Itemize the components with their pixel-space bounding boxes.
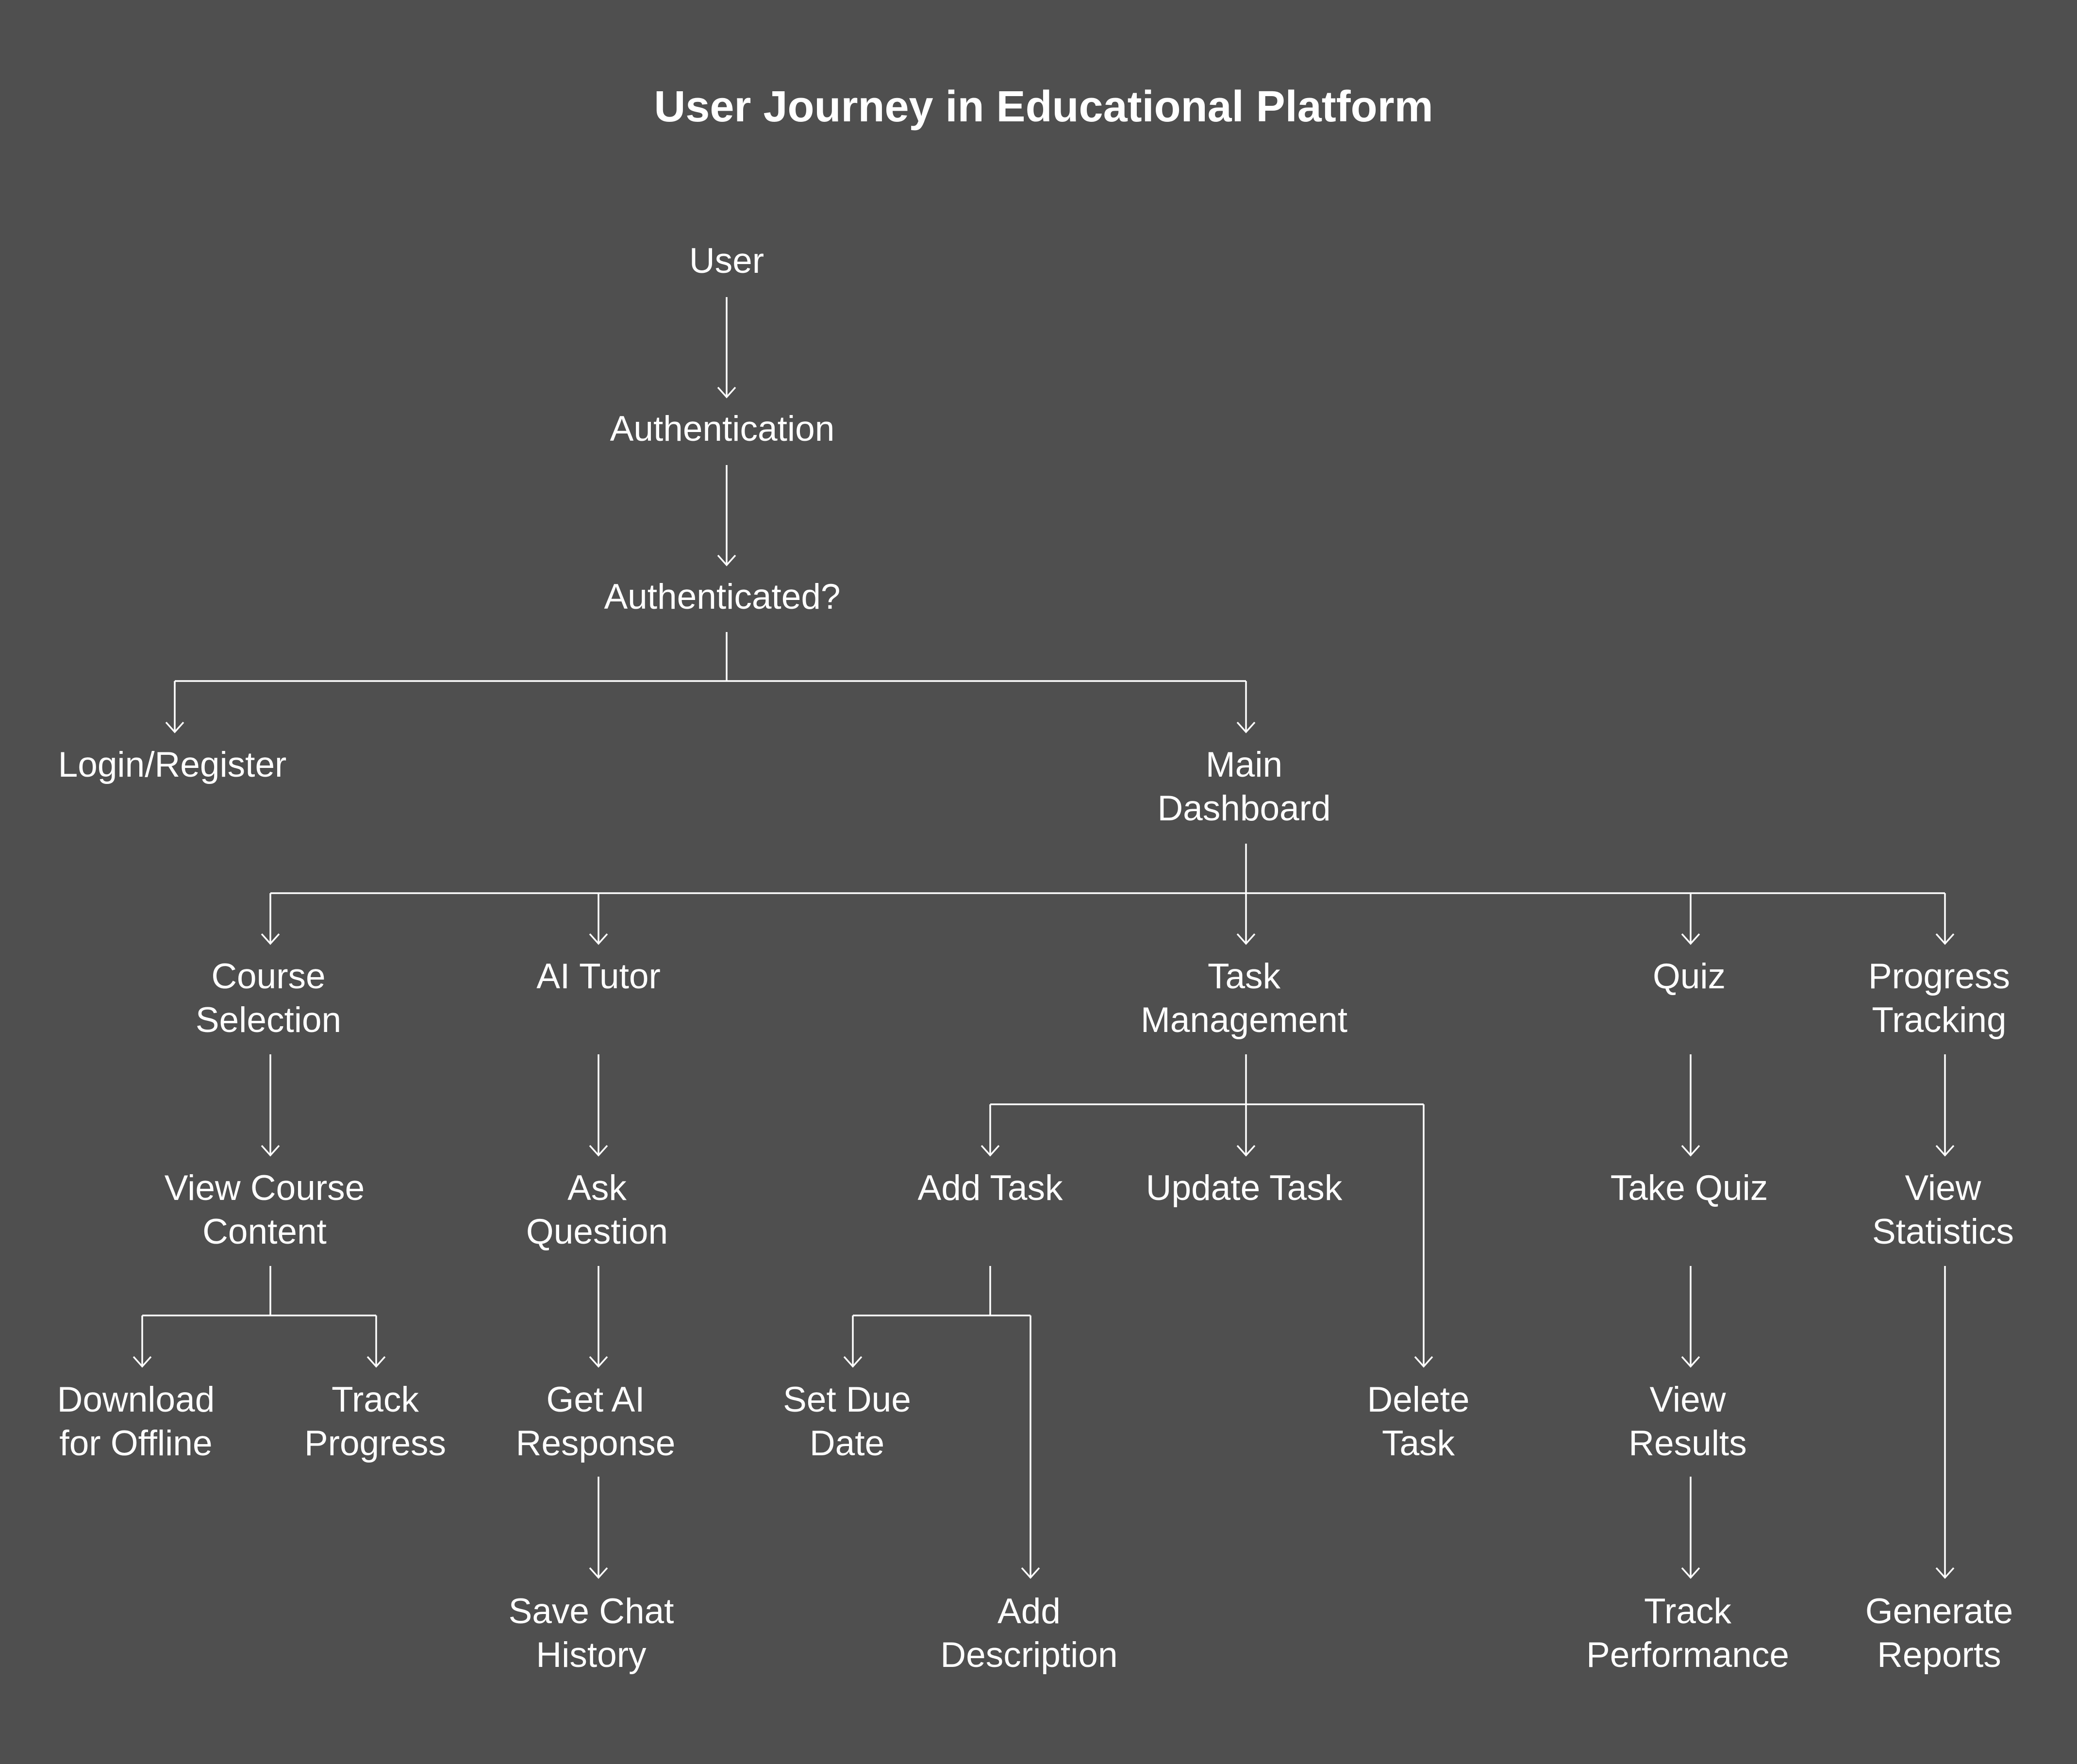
node-label-line: Authenticated? bbox=[604, 577, 840, 616]
node-download-offline: Download for Offline bbox=[57, 1380, 215, 1463]
node-label-line: Authentication bbox=[610, 409, 835, 449]
node-label-line: Main bbox=[1206, 745, 1282, 784]
node-label-line: Generate bbox=[1865, 1592, 2013, 1631]
arrowhead-track_performance bbox=[1681, 1567, 1700, 1579]
node-label-line: Description bbox=[940, 1635, 1117, 1675]
arrowhead-ai_tutor bbox=[589, 933, 608, 945]
node-label-line: View bbox=[1905, 1168, 1981, 1208]
node-label-line: Reports bbox=[1877, 1635, 2001, 1675]
node-authenticated: Authenticated? bbox=[604, 577, 840, 616]
node-ai-tutor: AI Tutor bbox=[536, 957, 661, 996]
node-label-line: Content bbox=[202, 1212, 327, 1251]
node-label-line: Track bbox=[1644, 1592, 1731, 1631]
arrowhead-view_statistics bbox=[1935, 1145, 1955, 1157]
arrowhead-add_task bbox=[980, 1145, 1000, 1157]
node-label-line: Performance bbox=[1586, 1635, 1789, 1675]
arrowhead-view_results bbox=[1681, 1356, 1700, 1368]
arrowhead-add_description bbox=[1021, 1567, 1040, 1579]
arrowhead-login_register bbox=[165, 721, 184, 733]
arrowhead-set_due_date bbox=[843, 1356, 863, 1368]
node-label-line: for Offline bbox=[59, 1424, 212, 1463]
node-label-line: Add Task bbox=[918, 1168, 1063, 1208]
node-label-line: Set Due bbox=[783, 1380, 911, 1419]
arrowhead-main_dashboard bbox=[1236, 721, 1256, 733]
node-label-line: View Course bbox=[165, 1168, 365, 1208]
node-label-line: Add bbox=[997, 1592, 1061, 1631]
arrowhead-get_ai_response bbox=[589, 1356, 608, 1368]
node-label-line: Dashboard bbox=[1157, 789, 1330, 828]
arrowhead-download_offline bbox=[133, 1356, 152, 1368]
node-label-line: Results bbox=[1628, 1424, 1746, 1463]
node-label-line: Update Task bbox=[1146, 1168, 1343, 1208]
node-label-line: Delete bbox=[1367, 1380, 1469, 1419]
node-label-line: Tracking bbox=[1872, 1000, 2006, 1040]
node-add-task: Add Task bbox=[918, 1168, 1063, 1208]
node-label-line: Progress bbox=[304, 1424, 446, 1463]
node-get-ai-response: Get AI Response bbox=[516, 1380, 676, 1463]
arrowhead-course_selection bbox=[261, 933, 280, 945]
node-update-task: Update Task bbox=[1146, 1168, 1343, 1208]
node-label-line: Save Chat bbox=[509, 1592, 674, 1631]
node-authentication: Authentication bbox=[610, 409, 835, 449]
node-label-line: View bbox=[1650, 1380, 1726, 1419]
arrowhead-save_chat_history bbox=[589, 1567, 608, 1579]
arrowhead-view_course_content bbox=[261, 1145, 280, 1157]
arrowhead-progress_tracking bbox=[1935, 933, 1955, 945]
node-label-line: Task bbox=[1208, 957, 1281, 996]
node-login-register: Login/Register bbox=[58, 745, 287, 784]
arrowhead-delete_task bbox=[1414, 1356, 1433, 1368]
node-label-line: Quiz bbox=[1653, 957, 1726, 996]
edges-layer bbox=[133, 297, 1955, 1579]
node-label-line: Management bbox=[1141, 1000, 1347, 1040]
node-label-line: Download bbox=[57, 1380, 215, 1419]
node-label-line: Take Quiz bbox=[1611, 1168, 1768, 1208]
node-user: User bbox=[689, 241, 764, 281]
node-label-line: Date bbox=[810, 1424, 884, 1463]
node-label-line: Selection bbox=[196, 1000, 341, 1040]
arrowhead-authentication bbox=[717, 386, 736, 399]
node-label-line: Login/Register bbox=[58, 745, 287, 784]
arrowhead-generate_reports bbox=[1935, 1567, 1955, 1579]
node-label-line: Progress bbox=[1868, 957, 2010, 996]
node-label-line: Task bbox=[1382, 1424, 1455, 1463]
node-label-line: Track bbox=[332, 1380, 419, 1419]
node-label-line: Get AI bbox=[547, 1380, 645, 1419]
arrowhead-quiz bbox=[1681, 933, 1700, 945]
node-label-line: Question bbox=[526, 1212, 668, 1251]
arrowhead-authenticated bbox=[717, 554, 736, 566]
arrowhead-update_task bbox=[1236, 1145, 1256, 1157]
node-quiz: Quiz bbox=[1653, 957, 1726, 996]
arrowhead-task_management bbox=[1236, 933, 1256, 945]
diagram-title: User Journey in Educational Platform bbox=[654, 83, 1433, 131]
node-label-line: User bbox=[689, 241, 764, 281]
node-take-quiz: Take Quiz bbox=[1611, 1168, 1768, 1208]
node-label-line: Response bbox=[516, 1424, 676, 1463]
node-label-line: Statistics bbox=[1872, 1212, 2014, 1251]
arrowhead-take_quiz bbox=[1681, 1145, 1700, 1157]
arrowhead-track_progress bbox=[366, 1356, 386, 1368]
arrowhead-ask_question bbox=[589, 1145, 608, 1157]
node-label-line: Course bbox=[211, 957, 325, 996]
node-label-line: Ask bbox=[567, 1168, 627, 1208]
node-label-line: History bbox=[536, 1635, 647, 1675]
node-label-line: AI Tutor bbox=[536, 957, 661, 996]
